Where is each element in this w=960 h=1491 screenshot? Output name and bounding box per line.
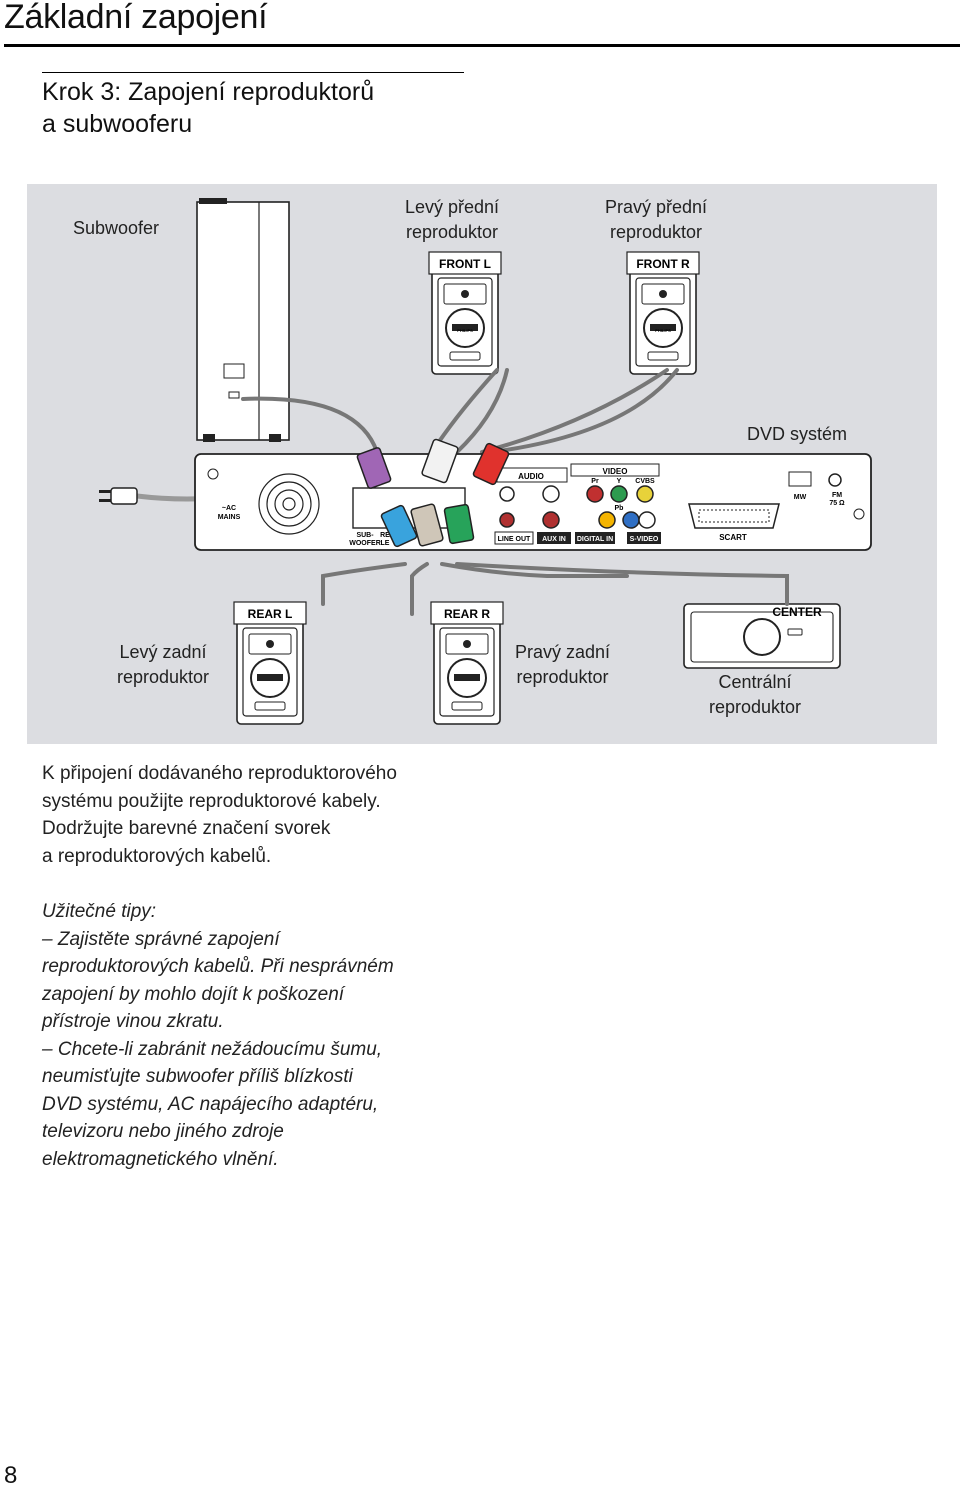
audio-label: AUDIO xyxy=(518,472,544,481)
front-l-brand: PHILIPS xyxy=(457,328,473,333)
caption-center-line-1: Centrální xyxy=(718,672,792,692)
connection-diagram: FRONT L PHILIPS FRONT R PHILIPS REAR L R… xyxy=(27,184,937,744)
caption-subwoofer: Subwoofer xyxy=(73,216,159,241)
tips-line: přístroje vinou zkratu. xyxy=(42,1011,224,1032)
instructions-line: K připojení dodávaného reproduktorového xyxy=(42,763,397,784)
tips-line: elektromagnetického vlnění. xyxy=(42,1148,279,1170)
caption-center-line-2: reproduktor xyxy=(709,697,802,717)
caption-center: Centrální reproduktor xyxy=(709,670,801,720)
scart-label: SCART xyxy=(719,533,747,542)
cable-connectors xyxy=(356,438,510,548)
caption-rear-right-line-2: reproduktor xyxy=(516,667,609,687)
aux-in-label: AUX IN xyxy=(542,536,566,543)
rear-right-speaker: REAR R xyxy=(430,601,504,725)
y-label: Y xyxy=(617,478,622,485)
caption-rear-left-line-1: Levý zadní xyxy=(119,642,207,662)
instructions-paragraph: K připojení dodávaného reproduktorového … xyxy=(42,760,397,870)
front-l-label: FRONT L xyxy=(439,257,491,271)
page-number: 8 xyxy=(4,1462,18,1489)
caption-front-left-line-1: Levý přední xyxy=(405,197,500,217)
caption-front-right-line-2: reproduktor xyxy=(610,222,703,242)
digital-in-label: DIGITAL IN xyxy=(577,536,613,543)
center-speaker: CENTER xyxy=(683,603,841,669)
center-label: CENTER xyxy=(772,605,822,619)
dvd-rear-panel: ~AC MAINS SUB- WOOFER RE LE AUDIO LINE O… xyxy=(194,453,872,551)
step-title-line-2: a subwooferu xyxy=(42,110,193,138)
instructions-line: Dodržujte barevné značení svorek xyxy=(42,818,331,839)
caption-front-left: Levý přední reproduktor xyxy=(405,195,499,245)
front-left-speaker: FRONT L PHILIPS xyxy=(428,251,502,375)
instructions-line: systému použijte reproduktorové kabely. xyxy=(42,790,381,812)
cvbs-label: CVBS xyxy=(635,478,655,485)
instructions-line: a reproduktorových kabelů. xyxy=(42,845,272,867)
title-rule xyxy=(4,44,960,47)
rear-r-label: REAR R xyxy=(444,607,490,621)
front-r-label: FRONT R xyxy=(636,257,690,271)
subwoofer-drawing xyxy=(196,198,290,442)
mw-label: MW xyxy=(794,494,807,501)
ac-mains-label-1: ~AC xyxy=(222,505,236,512)
caption-subwoofer-text: Subwoofer xyxy=(73,218,160,238)
subwoofer-port-label-2: WOOFER xyxy=(349,540,381,547)
line-out-label: LINE OUT xyxy=(498,536,531,543)
rear-port-label-1: RE xyxy=(380,532,390,539)
tips-line: televizoru nebo jiného zdroje xyxy=(42,1121,284,1142)
tips-line: reproduktorových kabelů. Při nesprávném xyxy=(42,956,394,977)
step-title: Krok 3: Zapojení reproduktorů a subwoofe… xyxy=(42,76,482,140)
subwoofer-port-label-1: SUB- xyxy=(356,532,374,539)
front-right-speaker: FRONT R PHILIPS xyxy=(626,251,700,375)
rear-left-speaker: REAR L xyxy=(233,601,307,725)
tips-section: Užitečné tipy: – Zajistěte správné zapoj… xyxy=(42,898,394,1173)
caption-front-right-line-1: Pravý přední xyxy=(605,197,708,217)
caption-dvd-system: DVD systém xyxy=(747,422,847,447)
tips-line: – Zajistěte správné zapojení xyxy=(42,928,280,950)
pr-label: Pr xyxy=(591,478,599,485)
ac-mains-label-2: MAINS xyxy=(218,514,241,521)
caption-dvd-system-text: DVD systém xyxy=(747,424,848,444)
front-r-brand: PHILIPS xyxy=(655,328,671,333)
tips-heading: Užitečné tipy: xyxy=(42,901,157,922)
caption-rear-left: Levý zadní reproduktor xyxy=(117,640,209,690)
tips-line: DVD systému, AC napájecího adaptéru, xyxy=(42,1093,379,1115)
caption-rear-right-line-1: Pravý zadní xyxy=(515,642,611,662)
caption-front-left-line-2: reproduktor xyxy=(406,222,499,242)
step-rule xyxy=(42,72,464,73)
tips-line: neumisťujte subwoofer příliš blízkosti xyxy=(42,1066,353,1087)
video-label: VIDEO xyxy=(603,467,628,476)
tips-line: zapojení by mohlo dojít k poškození xyxy=(42,983,345,1005)
rear-l-label: REAR L xyxy=(248,607,293,621)
fm-label-2: 75 Ω xyxy=(829,500,845,507)
fm-label-1: FM xyxy=(832,492,842,499)
rear-port-label-2: LE xyxy=(381,540,390,547)
tips-line: – Chcete-li zabránit nežádoucímu šumu, xyxy=(42,1038,383,1060)
pb-label: Pb xyxy=(615,505,624,512)
s-video-label: S-VIDEO xyxy=(630,536,659,543)
power-plug xyxy=(99,487,138,505)
caption-rear-right: Pravý zadní reproduktor xyxy=(515,640,610,690)
diagram-drawing: FRONT L PHILIPS FRONT R PHILIPS REAR L R… xyxy=(99,198,872,725)
page-title: Základní zapojení xyxy=(4,0,268,36)
step-title-line-1: Krok 3: Zapojení reproduktorů xyxy=(42,78,375,106)
caption-front-right: Pravý přední reproduktor xyxy=(605,195,707,245)
caption-rear-left-line-2: reproduktor xyxy=(117,667,210,687)
